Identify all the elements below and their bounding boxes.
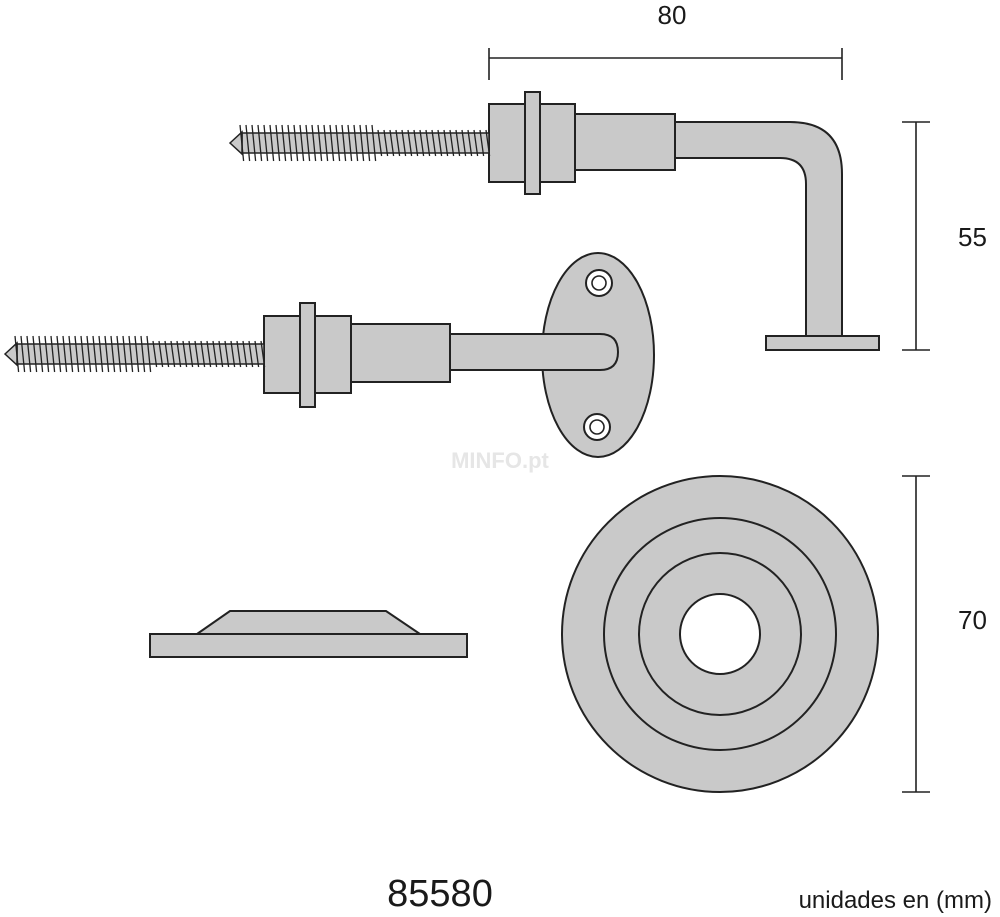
collar-cylinder	[573, 113, 676, 171]
dimension-80-label: 80	[658, 0, 687, 30]
watermark: MINFO.pt	[451, 448, 549, 473]
dimension-70-label: 70	[958, 605, 987, 635]
hanger-top-view	[3, 252, 655, 458]
straight-rod	[447, 333, 620, 371]
rosette-base	[149, 633, 468, 658]
foot-plate	[765, 335, 880, 351]
screw-hole-top	[585, 269, 613, 297]
hanger-side-view	[228, 91, 880, 351]
threaded-screw	[228, 124, 491, 162]
dimension-55: 55	[902, 121, 987, 351]
rosette-front-view	[561, 475, 879, 793]
washer-2	[299, 302, 316, 408]
threaded-screw-2	[3, 335, 266, 373]
dimension-70: 70	[902, 475, 987, 793]
dimension-55-label: 55	[958, 222, 987, 252]
rosette-center-hole	[679, 593, 761, 675]
product-code: 85580	[387, 873, 493, 915]
collar-cylinder-2	[349, 323, 451, 383]
bent-rod	[671, 121, 843, 337]
rosette-bevel	[193, 610, 424, 635]
dimension-80: 80	[488, 0, 843, 80]
washer	[524, 91, 541, 195]
units-note: unidades en (mm)	[799, 887, 992, 914]
screw-hole-bottom	[583, 413, 611, 441]
rosette-side-view	[149, 610, 468, 658]
